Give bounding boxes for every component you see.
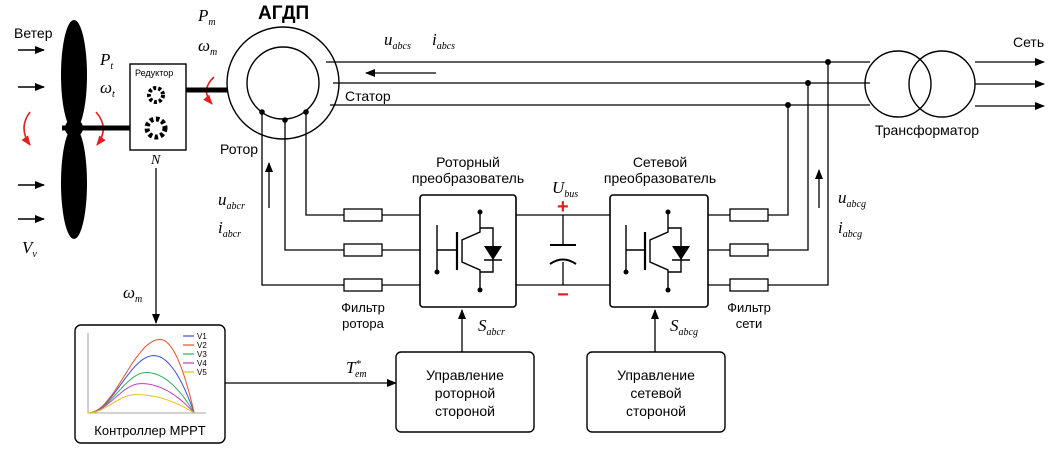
pm-label: Pm: [198, 6, 216, 28]
transformer-secondary: [908, 50, 976, 118]
generator-title: АГДП: [258, 3, 310, 24]
uabcg-label: uabcg: [838, 188, 866, 210]
grid-control-box: [586, 351, 726, 433]
mppt-curve-3: [87, 371, 195, 414]
wt-label: ωt: [100, 78, 115, 100]
gearbox-box: [129, 63, 187, 151]
junction-dots-rotor: [259, 109, 309, 123]
mppt-curve-2: [87, 338, 195, 414]
iabcg-label: iabcg: [838, 218, 863, 240]
dc-bus: [516, 214, 610, 286]
rotor-filter-leads: [382, 214, 420, 286]
grid-filter: [729, 208, 769, 292]
generator-rotor-circle: [246, 46, 320, 120]
mppt-curve-5: [87, 394, 195, 414]
grid-converter-box: [609, 194, 709, 308]
grid-filter-leads: [708, 214, 730, 286]
vv-label: Vv: [22, 238, 37, 260]
rotor-control-box: [395, 351, 535, 433]
wm-controller-label: ωm: [123, 283, 143, 305]
pt-label: Pt: [100, 50, 114, 72]
mppt-curve-4: [87, 383, 195, 414]
uabcr-label: uabcr: [218, 190, 245, 212]
minus-sign: −: [557, 284, 569, 306]
mppt-legend-label: V2: [197, 341, 207, 350]
wind-label: Ветер: [14, 25, 53, 41]
grid-label: Сеть: [1013, 34, 1045, 50]
mppt-curve-1: [87, 355, 195, 414]
wm-label: ωm: [198, 36, 218, 58]
grid-side-wiring: [768, 62, 829, 286]
ubus-label: Ubus: [552, 178, 579, 200]
rotor-filter: [343, 208, 383, 292]
rotor-side-wiring: [261, 112, 344, 286]
uabcs-label: uabcs: [384, 30, 411, 52]
junction-dots-grid: [785, 59, 831, 108]
iabcs-label: iabcs: [432, 30, 456, 52]
plus-sign: +: [557, 196, 569, 218]
mppt-label: Контроллер MPPT: [94, 423, 206, 438]
mppt-legend-label: V1: [197, 332, 207, 341]
transformer-primary: [864, 50, 932, 118]
mppt-legend-label: V5: [197, 368, 207, 377]
wind-arrows: [18, 46, 45, 223]
gearbox-label: Редуктор: [135, 68, 174, 78]
gear-icon: [144, 86, 168, 140]
sabcg-label: Sabcg: [670, 316, 698, 338]
gear-ratio-label: N: [151, 153, 161, 168]
iabcr-label: iabcr: [218, 218, 242, 240]
tem-label: T*em: [346, 358, 367, 380]
transformer-label: Трансформатор: [875, 122, 980, 138]
turbine-blades: [61, 20, 87, 239]
stator-lines: [326, 61, 870, 106]
stator-label: Статор: [345, 88, 391, 104]
rotor-igbt-symbol: [436, 212, 494, 290]
sabcr-label: Sabcr: [478, 316, 505, 338]
rotor-diode: [484, 246, 502, 260]
mppt-legend-label: V4: [197, 359, 207, 368]
mppt-legend-label: V3: [197, 350, 207, 359]
grid-arrows: [975, 58, 1045, 110]
rotor-label: Ротор: [220, 141, 259, 157]
rotor-converter-box: [419, 194, 517, 308]
grid-diode: [672, 246, 690, 260]
